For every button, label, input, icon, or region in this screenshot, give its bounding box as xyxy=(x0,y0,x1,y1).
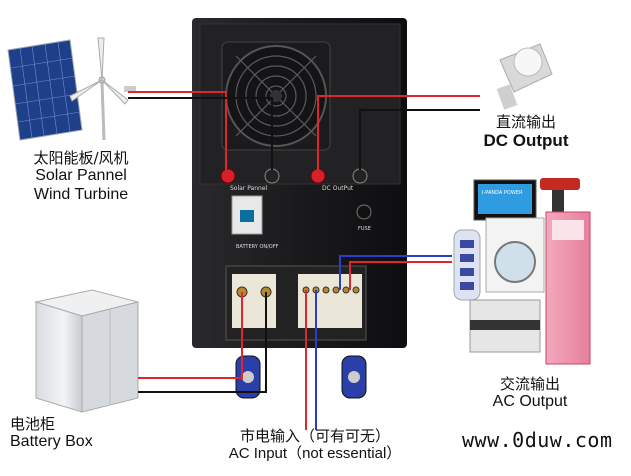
battery-box-icon xyxy=(34,289,139,413)
ac-output-label-en: AC Output xyxy=(492,393,568,411)
dc-output-label-cn: 直流输出 xyxy=(495,113,556,131)
wheel-icon xyxy=(235,355,367,399)
fan-icon xyxy=(221,41,331,151)
wires xyxy=(128,91,480,430)
battery-switch: BATTERY ON/OFF xyxy=(231,195,279,250)
ac-output-label-cn: 交流输出 xyxy=(499,375,560,393)
battery-label: 电池柜 Battery Box xyxy=(10,415,130,452)
battery-label-en: Battery Box xyxy=(10,433,93,451)
watermark: www.0duw.com xyxy=(462,428,613,452)
fuse-text: FUSE xyxy=(358,226,371,232)
dc-output-terminals: DC OutPut xyxy=(310,168,368,192)
ac-input-label-en: AC Input（not essential） xyxy=(228,445,402,463)
solar-pannel-terminals: Solar Pannel xyxy=(220,168,280,192)
tv-brand-text: I-PANDA POWER xyxy=(482,190,523,196)
battery-label-cn: 电池柜 xyxy=(10,415,56,433)
battery-onoff-text: BATTERY ON/OFF xyxy=(236,244,279,250)
power-strip-icon xyxy=(453,229,481,301)
bulb-icon xyxy=(496,43,553,110)
ac-input-label-cn: 市电输入（可有可无） xyxy=(239,427,390,445)
wire-black xyxy=(128,97,273,170)
ac-input-label: 市电输入（可有可无） AC Input（not essential） xyxy=(200,427,430,463)
wind-turbine-icon xyxy=(69,37,136,141)
air-conditioner-icon xyxy=(545,211,591,365)
dc-output-panel-text: DC OutPut xyxy=(322,185,354,192)
solar-label-en2: Wind Turbine xyxy=(33,185,129,203)
solar-panel-icon xyxy=(7,39,83,141)
dc-output-label: 直流输出 DC Output xyxy=(466,113,586,151)
solar-label: 太阳能板/风机 Solar Pannel Wind Turbine xyxy=(6,149,156,204)
fuse: FUSE xyxy=(356,204,372,232)
solar-label-cn: 太阳能板/风机 xyxy=(33,149,129,167)
drill-icon xyxy=(540,178,580,214)
washing-machine-icon xyxy=(485,217,545,293)
dc-output-label-en: DC Output xyxy=(483,131,569,151)
ac-output-label: 交流输出 AC Output xyxy=(470,375,590,412)
inverter-cabinet: Solar Pannel DC OutPut BATTERY ON/OFF FU… xyxy=(192,18,407,399)
solar-pannel-panel-text: Solar Pannel xyxy=(230,185,268,192)
solar-label-en1: Solar Pannel xyxy=(35,167,127,185)
printer-icon xyxy=(469,299,541,353)
